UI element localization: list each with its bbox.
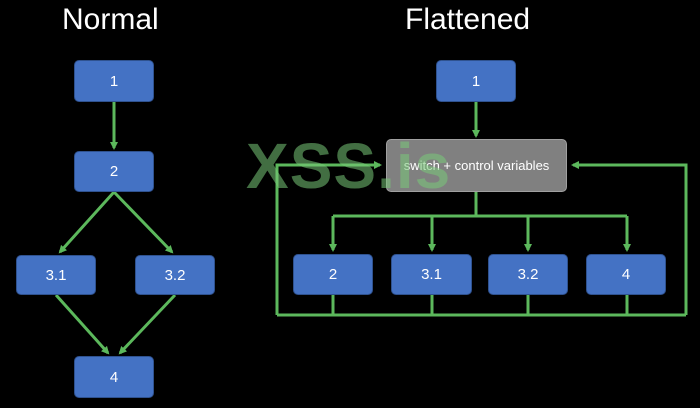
- edge-return-right: [571, 161, 688, 315]
- dispatcher-box: switch + control variables: [386, 139, 567, 192]
- flattened-case-3-1: 3.1: [391, 254, 472, 295]
- title-normal: Normal: [62, 3, 159, 36]
- flattened-case-4: 4: [586, 254, 666, 295]
- flattened-case-2: 2: [293, 254, 373, 295]
- normal-node-1: 1: [74, 60, 154, 102]
- edge-2-to-3-2: [112, 190, 174, 254]
- flattened-node-1: 1: [436, 60, 516, 102]
- edge-return-left: [275, 161, 382, 315]
- normal-node-4: 4: [74, 356, 154, 398]
- title-flattened: Flattened: [405, 3, 531, 36]
- edge-2-to-3-1: [58, 190, 116, 254]
- flattened-case-3-2: 3.2: [488, 254, 568, 295]
- edge-3-1-to-4: [54, 293, 110, 355]
- normal-node-3-1: 3.1: [16, 255, 96, 295]
- normal-node-2: 2: [74, 151, 154, 192]
- edge-3-2-to-4: [118, 293, 177, 355]
- normal-node-3-2: 3.2: [135, 255, 215, 295]
